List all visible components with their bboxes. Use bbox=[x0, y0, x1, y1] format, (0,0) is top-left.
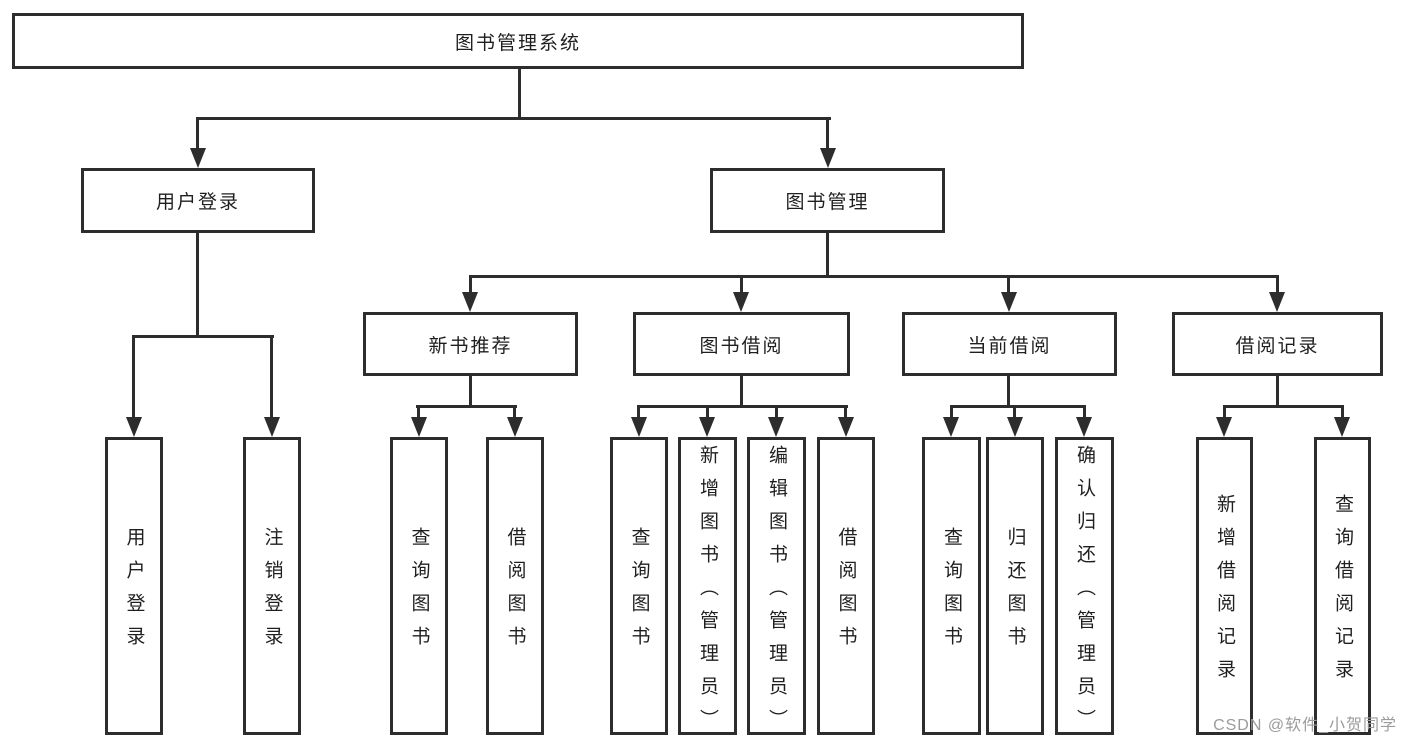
node-label: 图书借阅 bbox=[699, 335, 784, 357]
connector-arrowhead-icon bbox=[462, 292, 478, 312]
connector-arrowhead-icon bbox=[733, 292, 749, 312]
connector-arrowhead-icon bbox=[820, 148, 836, 168]
connector-line bbox=[950, 405, 1086, 408]
node-query-books-1: 查询图书 bbox=[390, 437, 448, 735]
connector-line bbox=[1083, 405, 1086, 419]
node-label: 注销登录 bbox=[261, 527, 283, 659]
node-current-borrowing: 当前借阅 bbox=[902, 312, 1117, 376]
node-label: 查询图书 bbox=[628, 527, 650, 659]
node-label: 用户登录 bbox=[155, 192, 240, 213]
node-add-borrow-record: 新增借阅记录 bbox=[1196, 437, 1253, 735]
node-label: 借阅图书 bbox=[835, 527, 857, 659]
node-query-borrow-record: 查询借阅记录 bbox=[1314, 437, 1371, 735]
node-label: 图书管理系统 bbox=[454, 32, 581, 54]
connector-line bbox=[1007, 275, 1010, 294]
connector-line bbox=[469, 275, 1279, 278]
node-label: 查询借阅记录 bbox=[1332, 494, 1353, 692]
connector-arrowhead-icon bbox=[838, 417, 854, 437]
connector-line bbox=[1276, 275, 1279, 294]
connector-line bbox=[1013, 405, 1016, 419]
node-label: 查询图书 bbox=[408, 527, 430, 659]
node-add-books-admin: 新增图书（管理员） bbox=[678, 437, 737, 742]
connector-line bbox=[844, 405, 847, 419]
connector-line bbox=[775, 405, 778, 419]
node-label: 图书管理 bbox=[785, 192, 870, 213]
connector-arrowhead-icon bbox=[190, 148, 206, 168]
node-label: 借阅记录 bbox=[1235, 335, 1320, 357]
connector-line bbox=[826, 117, 829, 150]
node-label: 编辑图书（管理员） bbox=[766, 444, 787, 742]
connector-line bbox=[637, 405, 848, 408]
connector-arrowhead-icon bbox=[1007, 417, 1023, 437]
connector-arrowhead-icon bbox=[1334, 417, 1350, 437]
node-login: 用户登录 bbox=[105, 437, 163, 735]
node-book-borrowing: 图书借阅 bbox=[633, 312, 850, 376]
watermark: CSDN @软件_小贺同学 bbox=[1213, 717, 1397, 734]
connector-line bbox=[513, 405, 516, 419]
node-label: 用户登录 bbox=[123, 527, 145, 659]
connector-line bbox=[1341, 405, 1344, 419]
node-confirm-return-admin: 确认归还（管理员） bbox=[1055, 437, 1114, 742]
connector-line bbox=[740, 376, 743, 405]
node-label: 当前借阅 bbox=[967, 335, 1052, 357]
node-book-management: 图书管理 bbox=[710, 168, 945, 233]
node-edit-books-admin: 编辑图书（管理员） bbox=[747, 437, 806, 742]
node-new-book-recommend: 新书推荐 bbox=[363, 312, 578, 376]
node-borrow-records: 借阅记录 bbox=[1172, 312, 1383, 376]
connector-arrowhead-icon bbox=[264, 417, 280, 437]
connector-line bbox=[417, 405, 420, 419]
connector-line bbox=[1276, 376, 1279, 405]
node-label: 借阅图书 bbox=[504, 527, 526, 659]
connector-arrowhead-icon bbox=[411, 417, 427, 437]
connector-line bbox=[132, 335, 274, 338]
connector-line bbox=[196, 117, 831, 120]
node-label: 确认归还（管理员） bbox=[1074, 444, 1095, 742]
node-label: 新书推荐 bbox=[428, 335, 513, 357]
connector-line bbox=[637, 405, 640, 419]
connector-line bbox=[826, 233, 829, 275]
connector-line bbox=[1223, 405, 1344, 408]
node-logout: 注销登录 bbox=[243, 437, 301, 735]
connector-line bbox=[1007, 376, 1010, 405]
connector-line bbox=[270, 335, 273, 419]
node-label: 新增图书（管理员） bbox=[697, 444, 718, 742]
connector-line bbox=[196, 117, 199, 150]
node-borrow-books-2: 借阅图书 bbox=[817, 437, 875, 735]
connector-arrowhead-icon bbox=[768, 417, 784, 437]
connector-line bbox=[469, 275, 472, 294]
connector-arrowhead-icon bbox=[1076, 417, 1092, 437]
connector-line bbox=[416, 405, 517, 408]
connector-line bbox=[706, 405, 709, 419]
connector-arrowhead-icon bbox=[943, 417, 959, 437]
connector-arrowhead-icon bbox=[1001, 292, 1017, 312]
connector-line bbox=[950, 405, 953, 419]
connector-arrowhead-icon bbox=[1269, 292, 1285, 312]
connector-line bbox=[469, 376, 472, 405]
connector-line bbox=[1223, 405, 1226, 419]
connector-arrowhead-icon bbox=[507, 417, 523, 437]
connector-line bbox=[196, 233, 199, 335]
node-query-books-3: 查询图书 bbox=[922, 437, 981, 735]
node-query-books-2: 查询图书 bbox=[610, 437, 668, 735]
node-return-books: 归还图书 bbox=[986, 437, 1044, 735]
connector-arrowhead-icon bbox=[699, 417, 715, 437]
connector-arrowhead-icon bbox=[1216, 417, 1232, 437]
connector-line bbox=[132, 335, 135, 419]
node-user-login: 用户登录 bbox=[81, 168, 315, 233]
connector-line bbox=[518, 69, 521, 117]
node-library-system: 图书管理系统 bbox=[12, 13, 1024, 69]
connector-arrowhead-icon bbox=[126, 417, 142, 437]
node-borrow-books-1: 借阅图书 bbox=[486, 437, 544, 735]
connector-arrowhead-icon bbox=[631, 417, 647, 437]
node-label: 查询图书 bbox=[941, 527, 962, 659]
connector-line bbox=[740, 275, 743, 294]
node-label: 归还图书 bbox=[1004, 527, 1026, 659]
node-label: 新增借阅记录 bbox=[1214, 494, 1235, 692]
